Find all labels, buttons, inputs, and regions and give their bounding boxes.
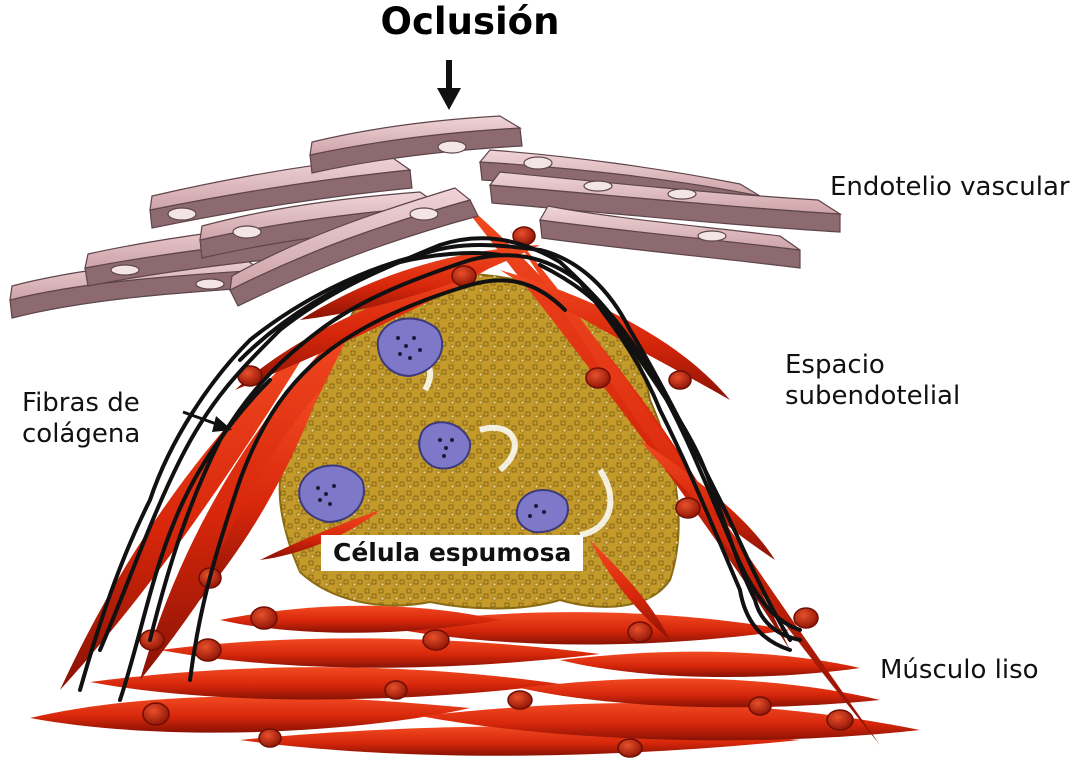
label-smooth-muscle: Músculo liso bbox=[880, 655, 1039, 686]
label-collagen-line1: Fibras de bbox=[22, 388, 140, 419]
label-foam-cell: Célula espumosa bbox=[321, 535, 583, 571]
label-subendothelial-space: Espacio subendotelial bbox=[785, 350, 960, 412]
label-collagen-line2: colágena bbox=[22, 419, 140, 450]
label-vascular-endothelium: Endotelio vascular bbox=[830, 172, 1070, 203]
label-collagen-fibers: Fibras de colágena bbox=[22, 388, 140, 450]
arrow-down-icon bbox=[437, 60, 461, 110]
label-subendothelial-line2: subendotelial bbox=[785, 381, 960, 412]
title-occlusion: Oclusión bbox=[0, 6, 940, 37]
label-subendothelial-line1: Espacio bbox=[785, 350, 960, 381]
